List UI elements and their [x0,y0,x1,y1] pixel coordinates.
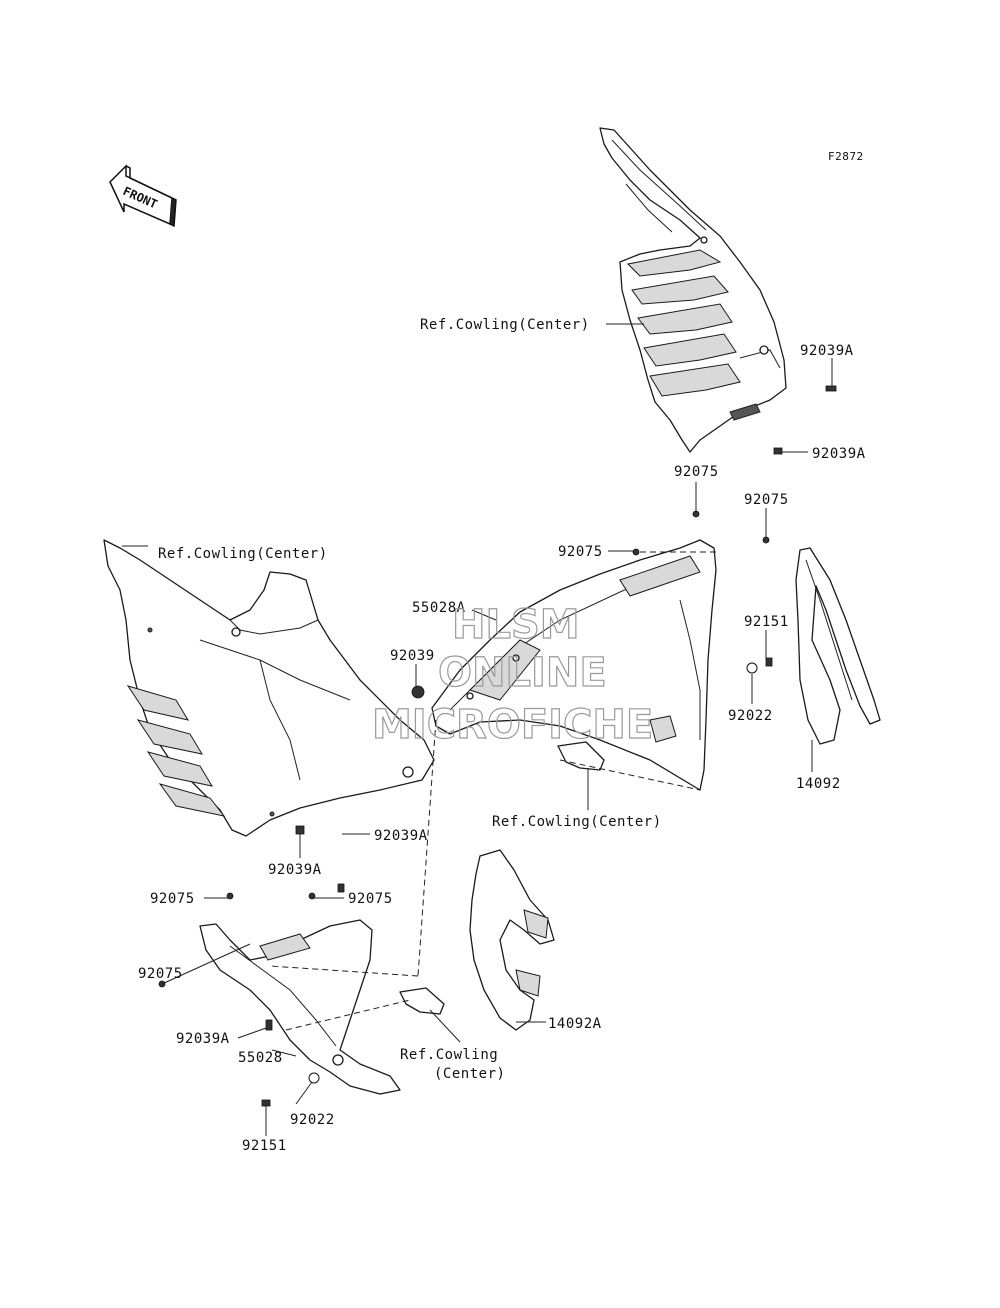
fasteners [158,385,837,1107]
watermark-line-1: HLSM [452,602,580,648]
callout-ref-cowling-center-upper: Ref.Cowling(Center) [420,317,590,333]
callout-92075-e: 92075 [348,891,393,907]
callout-92039A-upper-2: 92039A [812,446,866,462]
callout-55028: 55028 [238,1050,283,1066]
callout-14092A: 14092A [548,1016,602,1032]
callout-92075-f: 92075 [138,966,183,982]
leader-lines [122,323,833,1136]
callout-92022-low: 92022 [290,1112,335,1128]
upper-cowling-center-part [599,127,787,453]
callout-92151-right: 92151 [744,614,789,630]
middle-inner-panel-part [431,539,717,791]
callout-92075-c: 92075 [558,544,603,560]
watermark-line-3: MICROFICHE [372,702,653,748]
callout-92022-right: 92022 [728,708,773,724]
callout-92039A-upper-1: 92039A [800,343,854,359]
callout-92039A-low: 92039A [176,1031,230,1047]
strip-14092-part [795,547,881,745]
watermark-line-2: ONLINE [438,650,607,696]
callout-92075-a: 92075 [674,464,719,480]
lower-left-fairing-part [199,919,401,1095]
small-bracket-upper-part [557,741,605,771]
callout-ref-cowling-center-low-line2: (Center) [434,1066,505,1082]
callout-92039: 92039 [390,648,435,664]
callout-ref-cowling-center-mid: Ref.Cowling(Center) [492,814,662,830]
watermark: HLSM ONLINE MICROFICHE [371,601,653,748]
callout-ref-cowling-center-low-line1: Ref.Cowling [400,1047,498,1063]
callout-92075-d: 92075 [150,891,195,907]
bracket-14092A-part [469,849,555,1031]
callout-92039A-mid-2: 92039A [268,862,322,878]
front-direction-arrow-icon: FRONT [109,164,177,228]
callout-92075-b: 92075 [744,492,789,508]
left-side-cowling-part [103,539,435,837]
callout-55028A: 55028A [412,600,466,616]
figure-code: F2872 [828,150,864,163]
callout-92039A-mid-1: 92039A [374,828,428,844]
small-bracket-lower-part [399,987,445,1015]
callout-14092: 14092 [796,776,841,792]
callout-ref-cowling-center-left: Ref.Cowling(Center) [158,546,328,562]
callout-92151-low: 92151 [242,1138,287,1154]
